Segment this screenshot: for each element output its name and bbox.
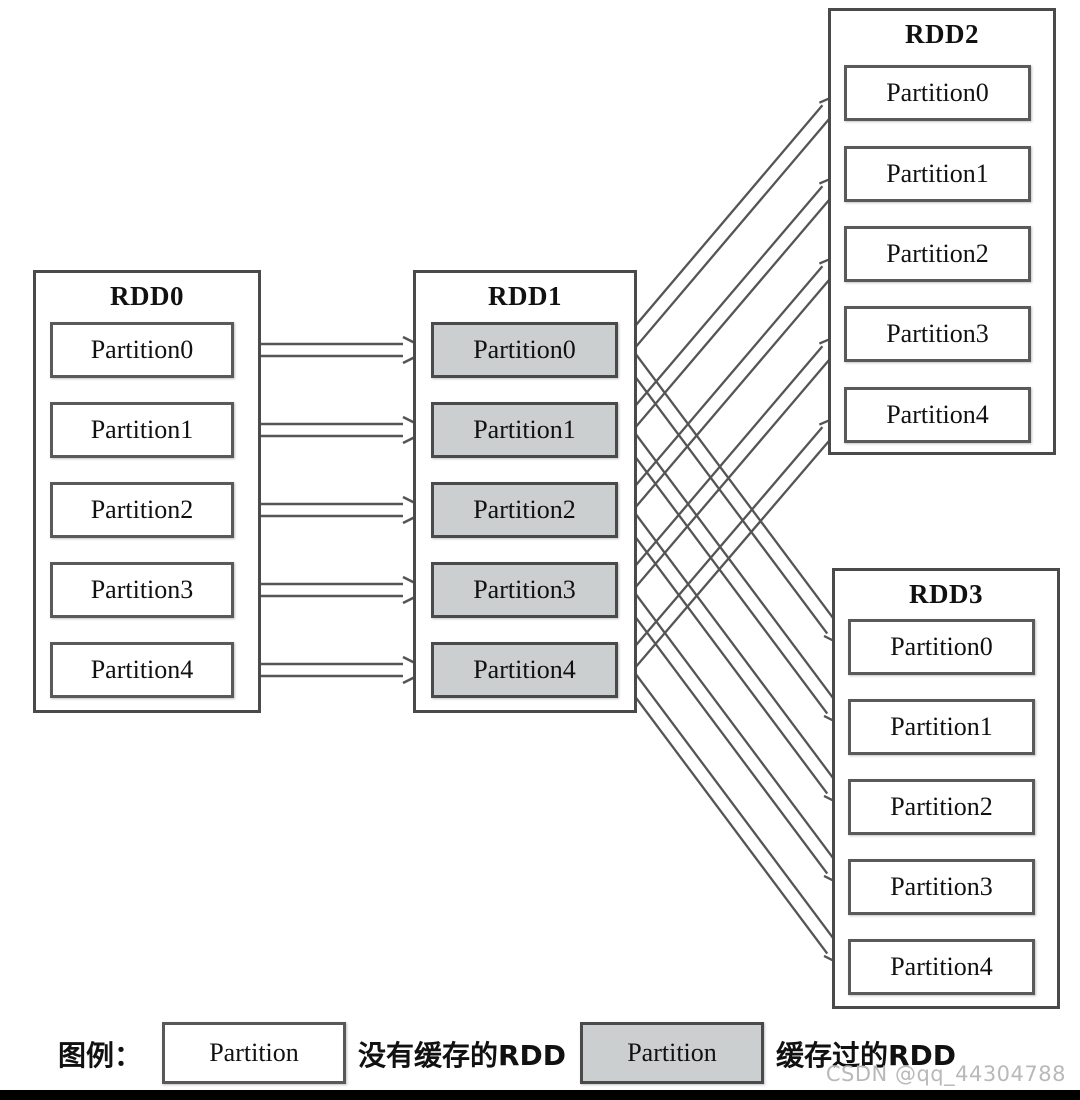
- legend-uncached-box-label: Partition: [209, 1038, 299, 1067]
- partition-label: Partition2: [473, 495, 576, 524]
- partition-rdd0-1: Partition1: [50, 402, 234, 458]
- edge-rdd1-1-to-rdd3-1: [617, 433, 829, 715]
- partition-rdd1-4: Partition4: [431, 642, 618, 698]
- rdd-title-rdd2: RDD2: [905, 19, 979, 49]
- rdd-title-rdd1: RDD1: [488, 281, 562, 311]
- rdd-title-rdd0: RDD0: [110, 281, 184, 311]
- partition-rdd0-3: Partition3: [50, 562, 234, 618]
- legend: 图例： Partition 没有缓存的RDD Partition 缓存过的RDD: [0, 1018, 1080, 1090]
- partition-rdd0-0: Partition0: [50, 322, 234, 378]
- partition-rdd2-0: Partition0: [844, 65, 1031, 121]
- edge-rdd1-4-to-rdd2-4: [617, 426, 824, 667]
- partition-label: Partition4: [473, 655, 576, 684]
- partition-rdd1-2: Partition2: [431, 482, 618, 538]
- csdn-watermark: CSDN @qq_44304788: [825, 1062, 1066, 1086]
- edge-rdd1-0-to-rdd2-0: [628, 113, 834, 356]
- partition-label: Partition0: [90, 335, 194, 364]
- partition-label: Partition1: [473, 415, 576, 444]
- edge-rdd1-0-to-rdd2-0: [617, 104, 824, 347]
- legend-cached-text: 缓存过的RDD: [776, 1039, 957, 1072]
- edge-rdd1-4-to-rdd3-4: [628, 665, 840, 946]
- edge-rdd1-2-to-rdd3-2: [617, 513, 829, 795]
- edge-rdd1-1-to-rdd2-1: [617, 185, 824, 427]
- partition-rdd0-4: Partition4: [50, 642, 234, 698]
- partition-rdd1-3: Partition3: [431, 562, 618, 618]
- partition-label: Partition3: [886, 319, 989, 348]
- partition-rdd0-2: Partition2: [50, 482, 234, 538]
- partition-label: Partition4: [886, 400, 989, 429]
- partition-rdd2-2: Partition2: [844, 226, 1031, 282]
- edge-rdd1-2-to-rdd3-2: [628, 505, 840, 786]
- legend-uncached-text: 没有缓存的RDD: [358, 1039, 567, 1072]
- partition-label: Partition0: [886, 78, 989, 107]
- partition-label: Partition3: [90, 575, 194, 604]
- partition-rdd2-1: Partition1: [844, 146, 1031, 202]
- partition-label: Partition3: [890, 872, 993, 901]
- partition-rdd1-1: Partition1: [431, 402, 618, 458]
- partition-label: Partition1: [90, 415, 194, 444]
- partition-label: Partition4: [90, 655, 194, 684]
- edge-rdd1-4-to-rdd2-4: [628, 435, 834, 676]
- edge-rdd1-2-to-rdd2-2: [617, 265, 824, 507]
- partition-rdd2-4: Partition4: [844, 387, 1031, 443]
- partition-rdd2-3: Partition3: [844, 306, 1031, 362]
- partition-label: Partition3: [473, 575, 576, 604]
- partition-label: Partition1: [886, 159, 989, 188]
- edge-rdd1-3-to-rdd2-3: [617, 345, 824, 587]
- edge-rdd1-1-to-rdd2-1: [628, 194, 834, 436]
- legend-uncached-box: Partition: [162, 1022, 346, 1084]
- edge-rdd1-0-to-rdd3-0: [617, 353, 829, 635]
- edge-rdd1-2-to-rdd2-2: [628, 274, 834, 516]
- bottom-black-bar: [0, 1090, 1080, 1100]
- legend-cached-box-label: Partition: [627, 1038, 717, 1067]
- edge-rdd1-3-to-rdd3-3: [628, 585, 840, 866]
- legend-cached-box: Partition: [580, 1022, 764, 1084]
- partition-label: Partition2: [886, 239, 989, 268]
- edge-rdd1-0-to-rdd3-0: [628, 345, 840, 626]
- legend-title: 图例：: [58, 1039, 143, 1072]
- edge-rdd1-3-to-rdd2-3: [628, 354, 834, 596]
- partition-rdd3-0: Partition0: [848, 619, 1035, 675]
- rdd-title-rdd3: RDD3: [909, 579, 983, 609]
- edge-rdd1-1-to-rdd3-1: [628, 425, 840, 706]
- partition-label: Partition2: [90, 495, 194, 524]
- partition-label: Partition2: [890, 792, 993, 821]
- partition-label: Partition1: [890, 712, 993, 741]
- partition-rdd1-0: Partition0: [431, 322, 618, 378]
- partition-rdd3-4: Partition4: [848, 939, 1035, 995]
- partition-rdd3-1: Partition1: [848, 699, 1035, 755]
- partition-rdd3-3: Partition3: [848, 859, 1035, 915]
- partition-label: Partition4: [890, 952, 993, 981]
- edge-rdd1-3-to-rdd3-3: [617, 593, 829, 875]
- partition-label: Partition0: [473, 335, 576, 364]
- edge-rdd1-4-to-rdd3-4: [617, 673, 829, 955]
- partition-rdd3-2: Partition2: [848, 779, 1035, 835]
- partition-label: Partition0: [890, 632, 993, 661]
